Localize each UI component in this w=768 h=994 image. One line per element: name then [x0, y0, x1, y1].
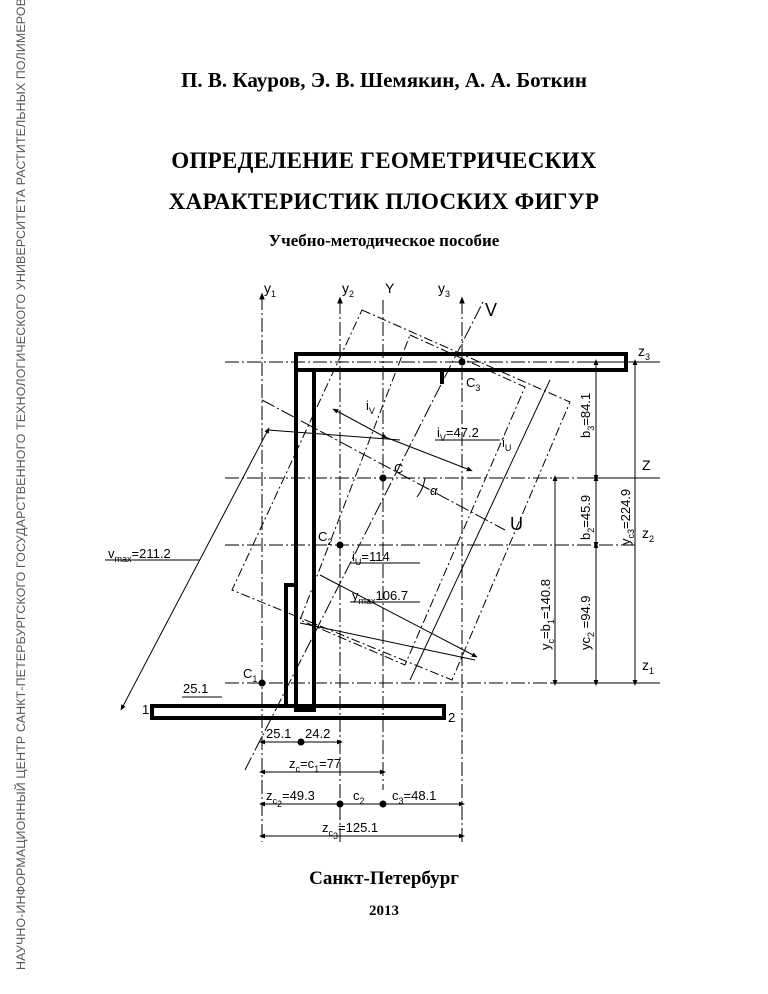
- dim-vmax: [120, 427, 270, 711]
- alpha-arc: [416, 477, 426, 498]
- svg-text:C: C: [394, 461, 403, 476]
- svg-text:Y: Y: [385, 280, 395, 296]
- authors: П. В. Кауров, Э. В. Шемякин, А. А. Ботки…: [181, 68, 587, 92]
- svg-text:y3: y3: [438, 280, 450, 299]
- svg-text:25.1: 25.1: [183, 681, 208, 696]
- small-angle: [284, 583, 298, 708]
- dim-iv2: [384, 436, 473, 472]
- axis-arrows: [259, 292, 465, 314]
- svg-text:vmax=211.2: vmax=211.2: [108, 546, 171, 564]
- svg-text:iV: iV: [366, 398, 375, 416]
- svg-text:c3=48.1: c3=48.1: [392, 788, 436, 806]
- svg-text:yc3=224.9: yc3=224.9: [618, 489, 636, 545]
- year: 2013: [369, 903, 399, 919]
- profile-shapes: [150, 352, 628, 720]
- svg-text:C3: C3: [466, 375, 480, 393]
- svg-text:iU=114: iU=114: [352, 549, 390, 567]
- dim-iv: [332, 408, 388, 439]
- svg-text:z3: z3: [638, 343, 650, 362]
- svg-text:V: V: [485, 300, 497, 320]
- svg-text:zc2=49.3: zc2=49.3: [266, 788, 315, 809]
- svg-text:1: 1: [142, 702, 149, 717]
- svg-text:Z: Z: [642, 457, 651, 473]
- gyration-rectangle-inner: [299, 334, 526, 666]
- svg-text:iU: iU: [502, 435, 511, 453]
- svg-text:24.2: 24.2: [305, 726, 330, 741]
- svg-text:zc3=125.1: zc3=125.1: [322, 820, 378, 841]
- svg-text:25.1: 25.1: [266, 726, 291, 741]
- diagram-labels: y1 y2 Y y3 V U z3 Z z2 z1 C C1 C2 C3 1 2…: [108, 280, 654, 841]
- vertical-web: [294, 368, 316, 712]
- dim-ymax: [299, 622, 476, 661]
- city: Санкт-Петербург: [309, 868, 459, 889]
- points: [258, 358, 466, 808]
- svg-text:C2: C2: [318, 529, 332, 547]
- top-channel: [294, 352, 628, 372]
- svg-text:yc=b1=140.8: yc=b1=140.8: [538, 579, 556, 650]
- svg-text:zc=c1=77: zc=c1=77: [289, 756, 341, 774]
- svg-text:ymax106.7: ymax106.7: [352, 588, 408, 606]
- top-channel-lip: [440, 370, 444, 384]
- svg-text:C1: C1: [243, 666, 257, 684]
- svg-text:y1: y1: [264, 280, 276, 299]
- construction-lines: [105, 296, 660, 842]
- svg-text:iV=47.2: iV=47.2: [437, 425, 479, 443]
- svg-text:2: 2: [448, 710, 455, 725]
- svg-text:α: α: [430, 483, 438, 498]
- svg-text:yc2 =94.9: yc2 =94.9: [578, 595, 596, 650]
- svg-text:c2: c2: [353, 788, 365, 806]
- svg-text:y2: y2: [342, 280, 354, 299]
- svg-text:z2: z2: [642, 525, 654, 544]
- title-line-1: ОПРЕДЕЛЕНИЕ ГЕОМЕТРИЧЕСКИХ: [171, 148, 597, 173]
- title-line-2: ХАРАКТЕРИСТИК ПЛОСКИХ ФИГУР: [168, 189, 600, 214]
- axis-U: [261, 399, 506, 531]
- subtitle: Учебно-методическое пособие: [268, 231, 500, 250]
- svg-text:z1: z1: [642, 657, 654, 676]
- gyration-rectangle: [231, 309, 571, 681]
- svg-text:U: U: [510, 514, 523, 534]
- svg-text:b3=84.1: b3=84.1: [578, 393, 596, 438]
- dim-iu: [319, 574, 478, 658]
- svg-text:b2=45.9: b2=45.9: [578, 495, 596, 540]
